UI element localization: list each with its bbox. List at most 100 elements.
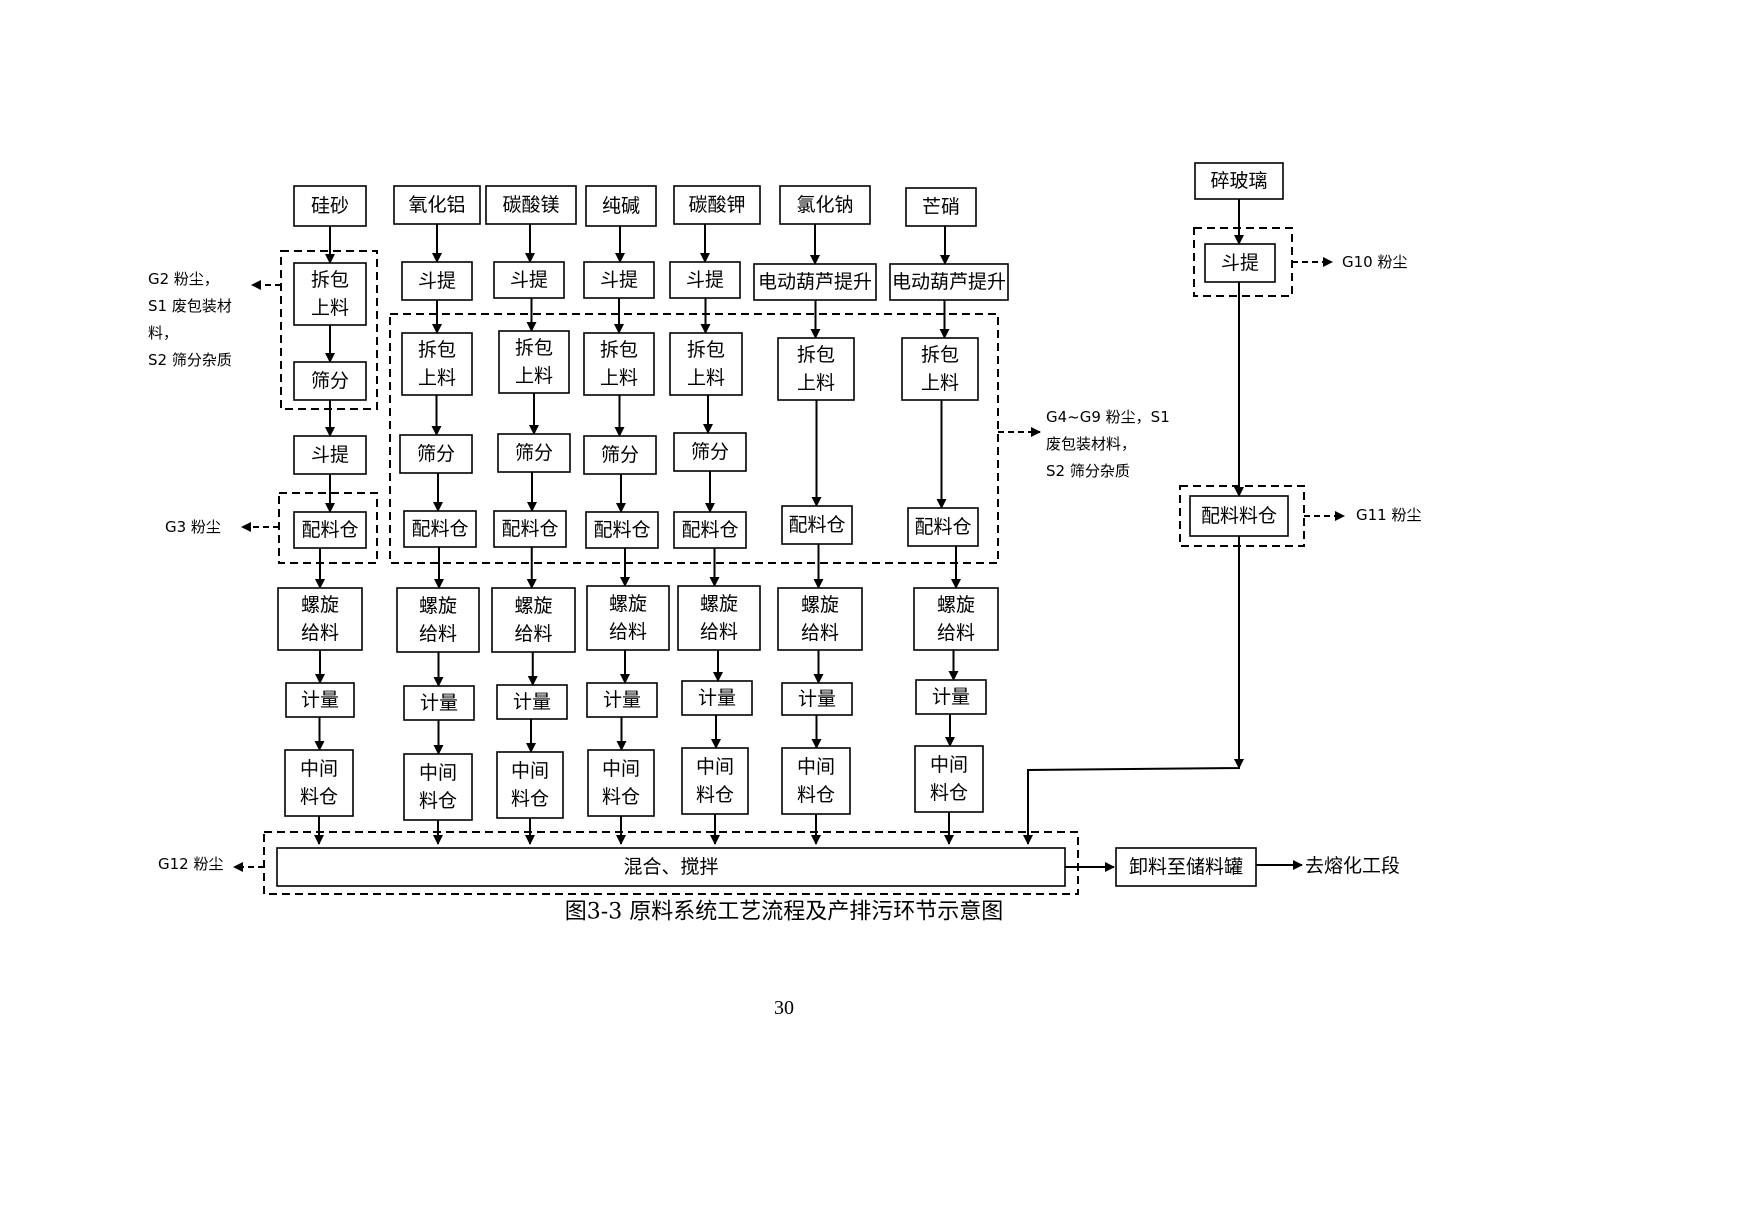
c1-unpack-box-label: 上料 [311,297,349,319]
c3-unpack-box-label: 上料 [515,365,553,387]
c7-screw-box-label: 螺旋 [937,594,975,616]
c3-bin-box: 配料仓 [493,510,567,548]
c7-mid-box-label: 中间 [930,754,968,776]
c5-mid-box-label: 料仓 [696,784,734,806]
cullet-raw-box-label: 碎玻璃 [1210,170,1267,192]
c3-lift-box-label: 斗提 [510,269,548,291]
c3-lift-box: 斗提 [493,261,565,299]
c7-unpack-box-label: 拆包 [921,344,959,366]
c2-unpack-box-label: 拆包 [418,339,456,361]
c2-raw-box-label: 氧化铝 [408,194,465,216]
c1-meter-box-label: 计量 [301,689,339,711]
mix-box-label: 混合、搅拌 [623,856,718,878]
c7-lift-box: 电动葫芦提升 [889,263,1009,301]
c4-screw-box-label: 给料 [609,621,647,643]
c5-lift-box: 斗提 [669,261,741,299]
mix-box: 混合、搅拌 [276,847,1066,887]
c7-screw-box-label: 给料 [937,622,975,644]
c6-meter-box: 计量 [781,682,853,716]
c4-unpack-box-label: 上料 [600,367,638,389]
c7-bin-box-label: 配料仓 [914,516,971,538]
c2-bin-box-label: 配料仓 [411,518,468,540]
c3-raw-box-label: 碳酸镁 [502,194,559,216]
cullet-to-mix-arrow [1023,536,1240,845]
dust-enclosure-cullet-bin [1179,485,1305,547]
g2-note-line: S1 废包装材 [148,297,232,315]
c6-screw-box-label: 给料 [801,622,839,644]
c4-bin-box-label: 配料仓 [593,519,650,541]
c4-raw-box: 纯碱 [585,185,657,227]
c1-bin-box-label: 配料仓 [301,519,358,541]
c5-lift-box-label: 斗提 [686,269,724,291]
c3-raw-box: 碳酸镁 [485,185,577,225]
g2-note-line: 料， [148,324,178,342]
c7-raw-box: 芒硝 [905,187,977,227]
c4-meter-box-label: 计量 [603,689,641,711]
c4-mid-box-label: 中间 [602,758,640,780]
c4-sieve-box: 筛分 [583,435,657,475]
c5-unpack-box-label: 上料 [687,367,725,389]
c2-lift-box-label: 斗提 [418,270,456,292]
cullet-lift-box: 斗提 [1204,243,1276,283]
c5-unpack-box-label: 拆包 [687,339,725,361]
c6-lift-box-label: 电动葫芦提升 [758,271,872,293]
c2-sieve-box-label: 筛分 [417,443,455,465]
g11-note-line: G11 粉尘 [1356,506,1421,524]
c7-lift-box-label: 电动葫芦提升 [892,271,1006,293]
c4-sieve-box-label: 筛分 [601,444,639,466]
c6-raw-box-label: 氯化钠 [796,194,853,216]
c1-sieve-box-label: 筛分 [311,370,349,392]
unload-box: 卸料至储料罐 [1115,847,1257,887]
c2-meter-box-label: 计量 [420,692,458,714]
c4-screw-box-label: 螺旋 [609,593,647,615]
c6-unpack-box-label: 拆包 [797,344,835,366]
g2-note-line: S2 筛分杂质 [148,351,232,369]
c2-raw-box: 氧化铝 [393,185,481,225]
c5-screw-box-label: 螺旋 [700,593,738,615]
c5-raw-box-label: 碳酸钾 [688,194,745,216]
c5-sieve-box: 筛分 [673,432,747,472]
figure-caption: 图3-3 原料系统工艺流程及产排污环节示意图 [565,900,1003,925]
g4-g9-note-line: S2 筛分杂质 [1046,462,1130,480]
c3-sieve-box: 筛分 [497,433,571,473]
cullet-bin-box: 配料料仓 [1189,495,1289,537]
c7-meter-box: 计量 [915,679,987,715]
c5-raw-box: 碳酸钾 [673,185,761,225]
c2-mid-box-label: 料仓 [419,790,457,812]
c1-raw-box-label: 硅砂 [311,195,349,217]
page-number: 30 [774,997,794,1019]
c4-lift-box: 斗提 [583,261,655,299]
c4-meter-box: 计量 [586,682,658,718]
c3-bin-box-label: 配料仓 [501,518,558,540]
c5-sieve-box-label: 筛分 [691,441,729,463]
c6-meter-box-label: 计量 [798,688,836,710]
c4-mid-box-label: 料仓 [602,786,640,808]
c3-screw-box-label: 给料 [514,623,552,645]
g2-note-line: G2 粉尘， [148,270,219,288]
g3-note-line: G3 粉尘 [165,518,221,536]
c5-mid-box-label: 中间 [696,756,734,778]
c6-lift-box: 电动葫芦提升 [753,263,877,301]
c6-raw-box: 氯化钠 [779,185,871,225]
c5-meter-box: 计量 [681,680,753,716]
c3-meter-box-label: 计量 [513,691,551,713]
c1-sieve-box: 筛分 [293,361,367,401]
c1-mid-box-label: 中间 [300,758,338,780]
destination-label: 去熔化工段 [1305,855,1400,877]
c3-mid-box-label: 中间 [511,760,549,782]
cullet-lift-box-label: 斗提 [1221,252,1259,274]
